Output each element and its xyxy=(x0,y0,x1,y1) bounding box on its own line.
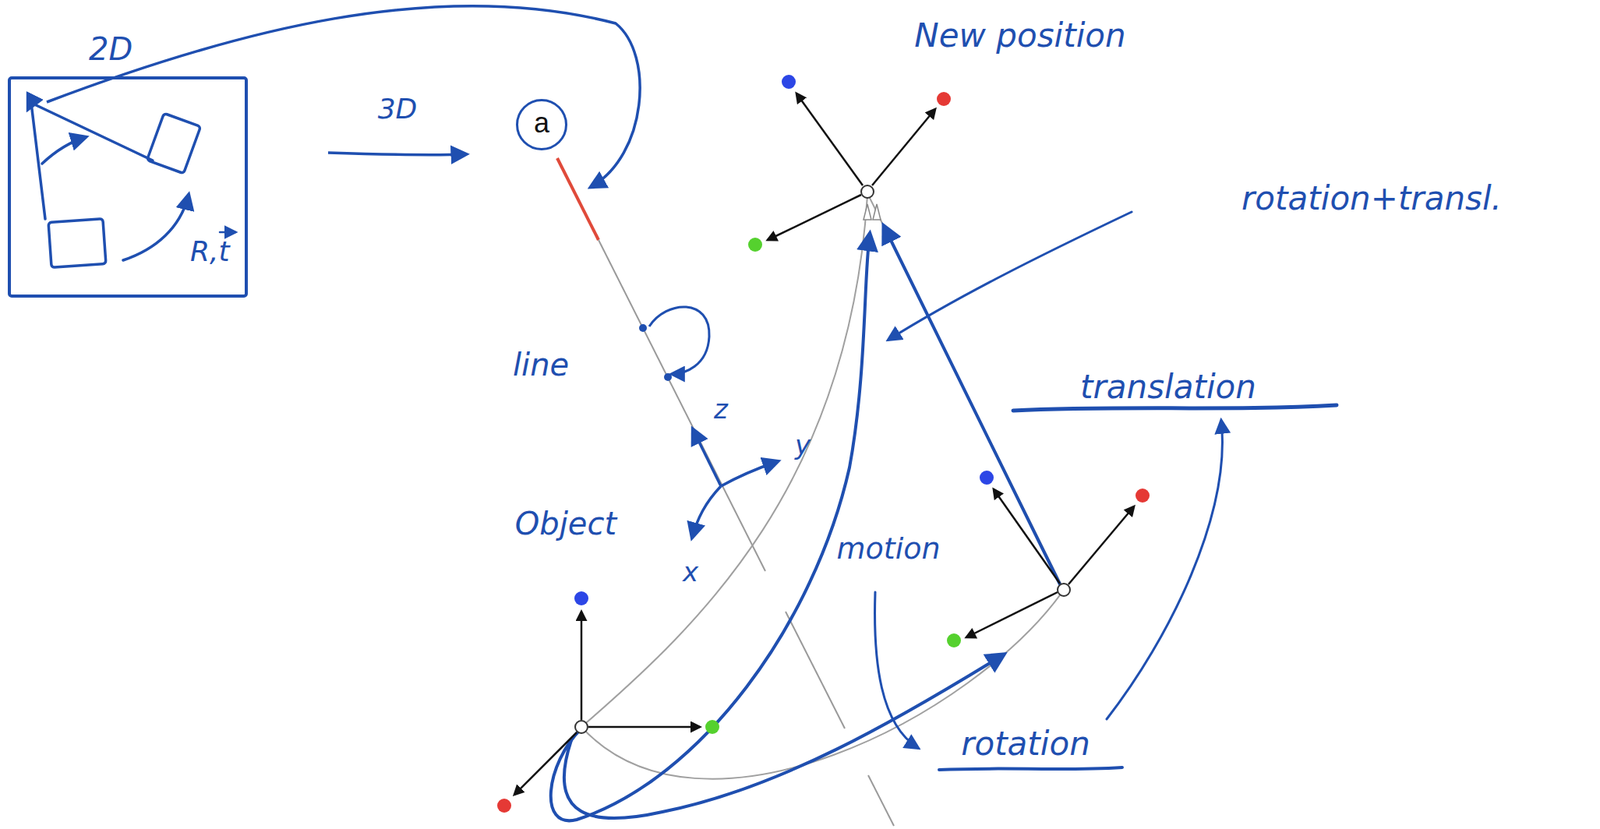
illustration-part xyxy=(1013,405,1337,411)
illustration-part xyxy=(147,113,202,174)
line-label: line xyxy=(512,347,569,382)
illustration-part xyxy=(875,592,919,749)
illustration-part xyxy=(1106,420,1223,720)
illustration-part xyxy=(557,158,599,241)
illustration-part xyxy=(31,102,153,161)
illustration-part xyxy=(219,231,236,234)
illustration-part xyxy=(993,489,1060,584)
illustration-part xyxy=(767,194,862,241)
illustration-part xyxy=(497,798,512,813)
illustration-part xyxy=(588,726,700,729)
illustration-part xyxy=(781,74,796,89)
illustration-part xyxy=(868,775,894,827)
node-text: R,t xyxy=(190,235,230,268)
illustration-part xyxy=(28,102,236,268)
illustration-part xyxy=(42,137,86,164)
point-circle: a xyxy=(515,98,568,151)
illustration-part xyxy=(46,6,640,188)
illustration-part xyxy=(664,373,672,382)
illustration-part xyxy=(785,611,845,729)
illustration-part xyxy=(564,654,1004,819)
motion-label: motion xyxy=(836,533,940,566)
illustration-part xyxy=(692,429,721,487)
illustration-part xyxy=(861,185,874,198)
illustration-part xyxy=(328,152,467,156)
illustration-part xyxy=(514,611,700,795)
illustration-part xyxy=(979,470,994,485)
rotation-label: rotation xyxy=(960,726,1091,763)
axis-note: 3D xyxy=(377,93,418,125)
illustration-part xyxy=(888,211,1132,340)
illustration-part xyxy=(550,211,1337,821)
illustration-part xyxy=(692,429,778,538)
illustration-part xyxy=(574,591,589,606)
illustration-part xyxy=(639,324,647,333)
illustration-part xyxy=(720,461,778,487)
illustration-part xyxy=(748,237,763,252)
node-text: 2D xyxy=(88,31,133,68)
illustration-part xyxy=(939,767,1123,770)
illustration-part xyxy=(946,633,961,648)
axis-label: x xyxy=(682,558,699,587)
illustration-part xyxy=(581,194,868,728)
illustration-part xyxy=(966,489,1134,638)
illustration-part xyxy=(796,93,863,186)
illustration-part xyxy=(514,732,577,795)
node-text: a xyxy=(533,109,550,138)
image-plane-box: 2DR,t xyxy=(7,76,248,298)
illustration-part xyxy=(1057,583,1071,597)
illustration-part xyxy=(649,307,710,375)
illustration-part xyxy=(1135,488,1150,503)
illustration-part xyxy=(575,720,588,734)
axis-label: z xyxy=(713,395,728,424)
illustration-part xyxy=(872,109,936,186)
illustration-part xyxy=(1068,506,1134,585)
illustration-part xyxy=(705,720,720,735)
translation-label: translation xyxy=(1080,369,1257,406)
callout-note: rotation+transl. xyxy=(1241,180,1502,217)
illustration-part xyxy=(123,194,189,261)
illustration-part xyxy=(767,93,936,241)
illustration-part xyxy=(936,91,951,106)
title-note: New position xyxy=(914,17,1126,54)
object-label: Object xyxy=(515,506,617,541)
illustration-part xyxy=(580,611,583,721)
illustration-part xyxy=(966,592,1058,638)
illustration-part xyxy=(598,240,766,572)
illustration-part xyxy=(28,102,32,110)
illustration-part xyxy=(48,218,106,269)
axis-label: y xyxy=(794,430,811,460)
illustration-part xyxy=(863,204,881,220)
illustration-part xyxy=(692,486,721,538)
